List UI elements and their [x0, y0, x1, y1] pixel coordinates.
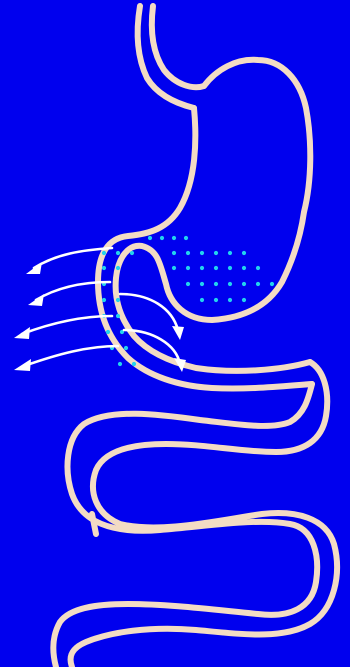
absorption-dot: [200, 266, 204, 270]
absorption-dot: [228, 266, 232, 270]
absorption-dot: [172, 236, 176, 240]
absorption-dot: [200, 251, 204, 255]
absorption-dot: [160, 236, 164, 240]
absorption-dot: [228, 251, 232, 255]
absorption-dot: [242, 282, 246, 286]
absorption-dot: [132, 362, 136, 366]
absorption-dot: [214, 266, 218, 270]
absorption-dot: [184, 236, 188, 240]
absorption-dot: [172, 266, 176, 270]
absorption-dot: [186, 266, 190, 270]
absorption-dot: [130, 251, 134, 255]
absorption-dot: [148, 236, 152, 240]
absorption-dot: [116, 251, 120, 255]
absorption-dot: [102, 298, 106, 302]
absorption-dot: [186, 251, 190, 255]
absorption-dot: [228, 298, 232, 302]
absorption-dot: [172, 251, 176, 255]
absorption-dot: [116, 266, 120, 270]
absorption-dot: [214, 298, 218, 302]
absorption-dot: [214, 251, 218, 255]
absorption-dot: [256, 282, 260, 286]
absorption-dot: [106, 330, 110, 334]
absorption-dot: [228, 282, 232, 286]
absorption-dot: [124, 346, 128, 350]
absorption-dot: [242, 266, 246, 270]
absorption-dot: [102, 266, 106, 270]
absorption-dot: [242, 251, 246, 255]
absorption-dot: [200, 298, 204, 302]
absorption-dot: [118, 362, 122, 366]
absorption-dot: [270, 282, 274, 286]
intestine-notch: [92, 514, 96, 534]
absorption-dot: [116, 298, 120, 302]
absorption-dot: [102, 251, 106, 255]
absorption-dot: [116, 314, 120, 318]
absorption-dot: [256, 266, 260, 270]
absorption-dot: [242, 298, 246, 302]
absorption-dot: [186, 282, 190, 286]
absorption-dot: [214, 282, 218, 286]
absorption-dot: [200, 282, 204, 286]
